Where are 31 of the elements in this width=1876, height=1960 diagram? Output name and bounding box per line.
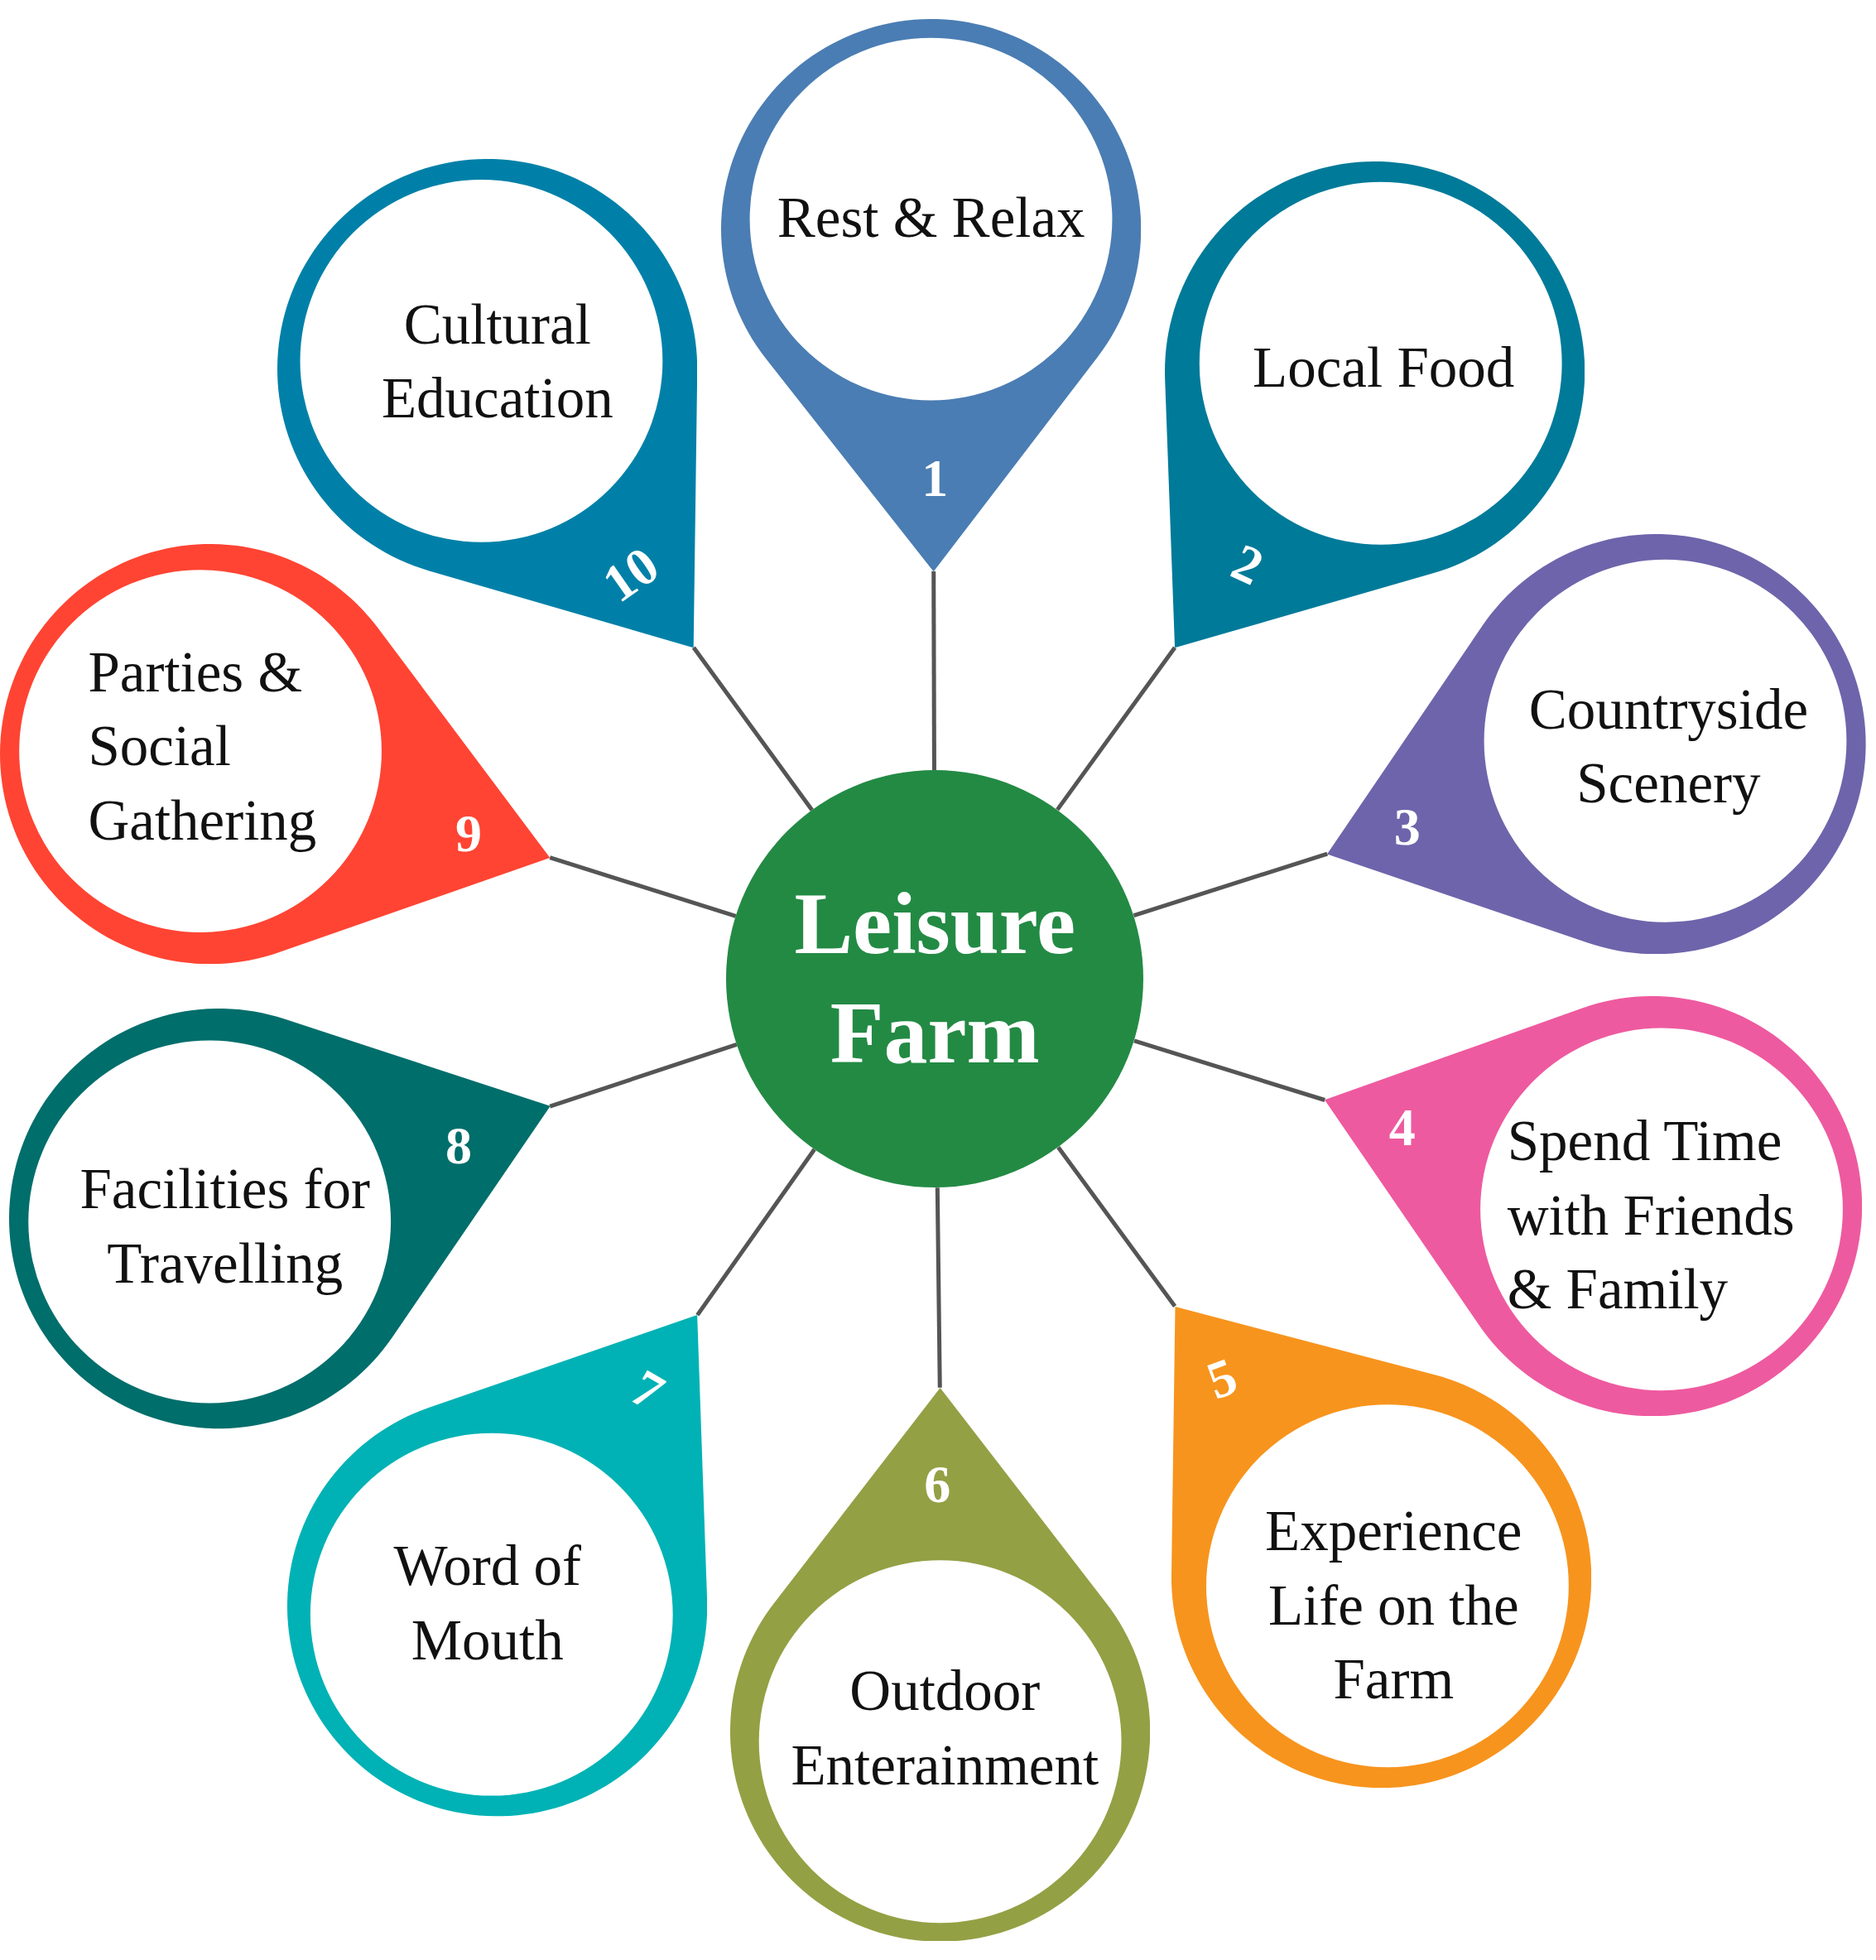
connector-line <box>1133 1038 1325 1102</box>
category-label: Local Food <box>1252 335 1516 402</box>
connector-line <box>1133 851 1329 917</box>
step-number: 9 <box>455 807 483 860</box>
center-title: Leisure Farm <box>793 874 1076 1084</box>
category-label: Facilities for Travelling <box>79 1157 372 1298</box>
category-label: Rest & Relax <box>776 185 1086 252</box>
step-number: 5 <box>1200 1349 1244 1409</box>
connector-line <box>549 855 737 918</box>
category-label: Word of Mouth <box>392 1534 582 1673</box>
step-number: 2 <box>1224 535 1271 595</box>
step-number: 1 <box>921 452 949 506</box>
category-label: Countryside Scenery <box>1527 677 1810 817</box>
connector-line <box>549 1042 738 1109</box>
step-number: 8 <box>445 1120 473 1173</box>
connector-line <box>1056 1145 1177 1308</box>
connector-line <box>935 1187 942 1388</box>
category-label: Experience Life on the Farm <box>1264 1499 1523 1713</box>
connector-line <box>695 1148 816 1317</box>
connector-line <box>1056 646 1177 811</box>
step-number: 3 <box>1393 801 1421 855</box>
category-label: Spend Time with Friends & Family <box>1507 1109 1796 1323</box>
connector-line <box>931 571 936 770</box>
step-number: 4 <box>1388 1100 1416 1154</box>
step-number: 10 <box>594 537 668 612</box>
category-label: Outdoor Enterainment <box>790 1659 1100 1799</box>
connector-line <box>691 646 814 811</box>
category-label: Parties & Social Gathering <box>88 640 318 855</box>
category-label: Cultural Education <box>380 292 614 432</box>
step-number: 7 <box>623 1360 672 1420</box>
step-number: 6 <box>924 1458 951 1512</box>
